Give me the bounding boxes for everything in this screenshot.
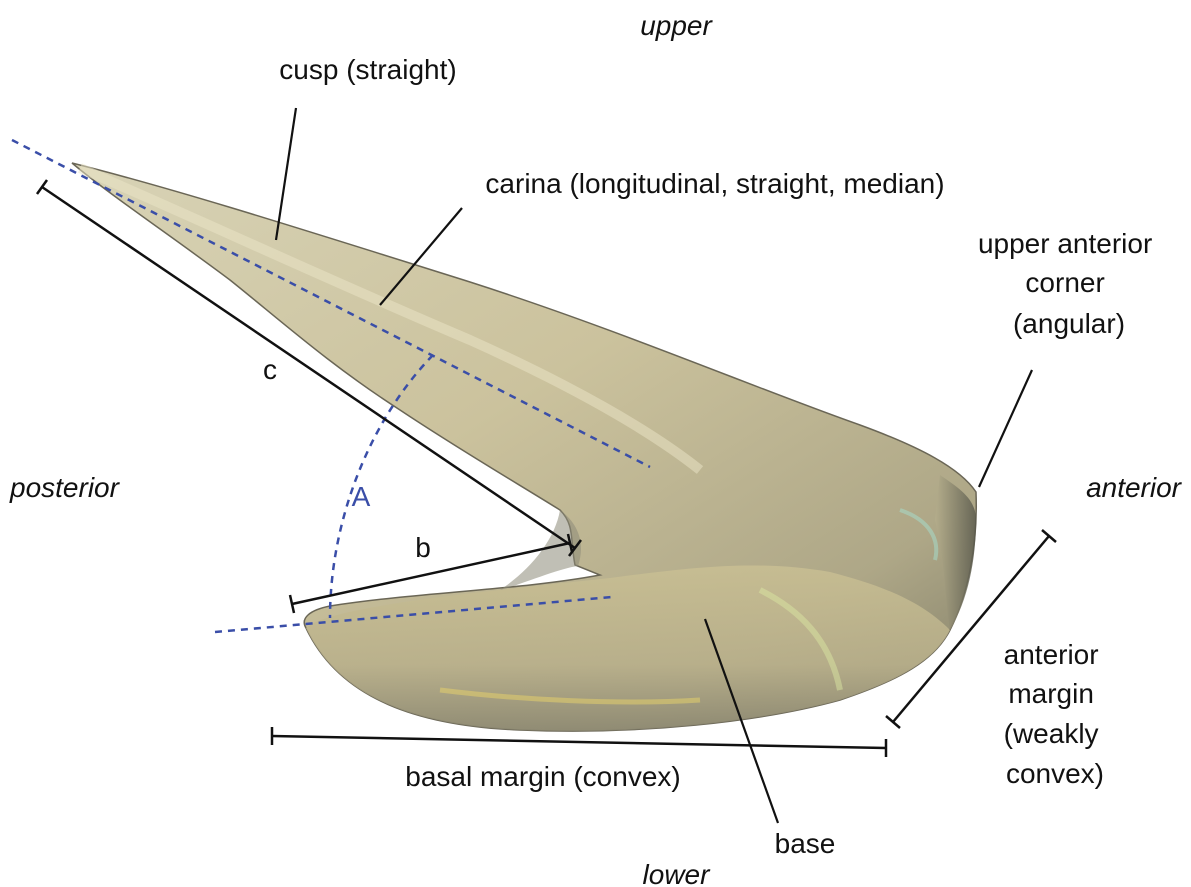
upper-anterior-corner-label: upper anterior corner (angular) [978, 228, 1160, 339]
anterior-margin-line-4: convex) [1006, 758, 1104, 789]
anterior-margin-line-2: margin [1008, 678, 1094, 709]
orientation-anterior: anterior [1086, 472, 1183, 503]
measure-b-label: b [415, 532, 431, 563]
anterior-margin-label: anterior margin (weakly convex) [1004, 639, 1107, 789]
orientation-upper: upper [640, 10, 713, 41]
corner-leader [979, 370, 1032, 487]
angle-a-label: A [352, 481, 371, 512]
anterior-margin-line-1: anterior [1004, 639, 1099, 670]
specimen [72, 163, 976, 731]
orientation-lower: lower [643, 859, 712, 887]
corner-label-line-2: corner [1025, 267, 1104, 298]
basal-margin-label: basal margin (convex) [405, 761, 680, 792]
corner-label-line-3: (angular) [1013, 308, 1125, 339]
measure-c-label: c [263, 354, 277, 385]
anterior-margin-line-3: (weakly [1004, 718, 1099, 749]
orientation-posterior: posterior [9, 472, 121, 503]
carina-label: carina (longitudinal, straight, median) [485, 168, 944, 199]
cusp-label: cusp (straight) [279, 54, 456, 85]
specimen-base-region [306, 565, 950, 731]
base-label: base [775, 828, 836, 859]
cusp-leader [276, 108, 296, 240]
corner-label-line-1: upper anterior [978, 228, 1152, 259]
